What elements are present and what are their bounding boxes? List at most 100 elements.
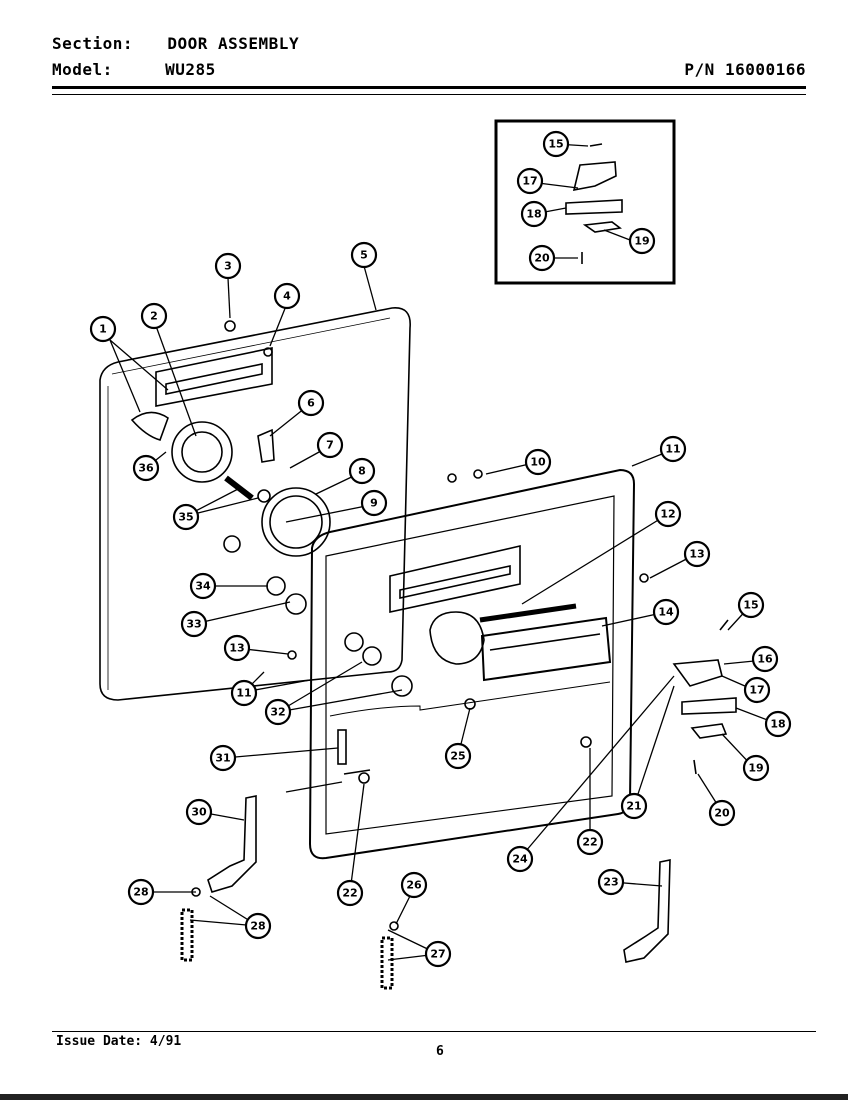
callout-27: 27 <box>424 940 452 968</box>
callout-15-inset: 15 <box>542 130 570 158</box>
footer-rule <box>52 1031 816 1032</box>
inset-latch-plate <box>565 199 623 215</box>
dispenser-gasket <box>479 603 577 623</box>
svg-text:2: 2 <box>150 310 158 323</box>
latch-plate <box>681 697 737 715</box>
callout-24: 24 <box>506 845 534 873</box>
svg-text:15: 15 <box>743 599 758 612</box>
inset-latch-part <box>582 221 622 233</box>
latch-handle <box>337 729 347 765</box>
latch-link <box>343 769 371 775</box>
svg-text:11: 11 <box>665 443 680 456</box>
control-panel-slot <box>165 363 263 395</box>
callout-3: 3 <box>214 252 242 280</box>
callout-2: 2 <box>140 302 168 330</box>
svg-text:30: 30 <box>191 806 207 819</box>
button-c <box>285 593 307 615</box>
outer-panel-edge <box>111 317 391 375</box>
issue-date: Issue Date: 4/91 <box>56 1034 182 1049</box>
svg-text:8: 8 <box>358 465 366 478</box>
plug-13 <box>639 573 649 583</box>
callout-11-right: 11 <box>659 435 687 463</box>
callout-13-left: 13 <box>223 634 251 662</box>
pin-26 <box>389 921 399 931</box>
callout-30: 30 <box>185 798 213 826</box>
left-hinge-arm <box>207 795 257 893</box>
svg-text:18: 18 <box>770 718 785 731</box>
button-a <box>223 535 241 553</box>
part-number: P/N 16000166 <box>684 60 806 79</box>
bumper-22 <box>580 736 592 748</box>
svg-text:20: 20 <box>714 807 730 820</box>
callout-11-left: 11 <box>230 679 258 707</box>
svg-text:4: 4 <box>283 290 291 303</box>
svg-text:33: 33 <box>186 618 201 631</box>
svg-text:20: 20 <box>534 252 550 265</box>
latch-pin <box>693 759 697 775</box>
svg-text:7: 7 <box>326 439 334 452</box>
svg-text:36: 36 <box>138 462 154 475</box>
callout-17-inset: 17 <box>516 167 544 195</box>
svg-text:21: 21 <box>626 800 641 813</box>
svg-text:18: 18 <box>526 208 541 221</box>
knob-piece <box>130 411 169 441</box>
inset-detail-box <box>494 119 676 285</box>
rinse-cap <box>464 698 476 710</box>
callout-10: 10 <box>524 448 552 476</box>
inner-button-c <box>391 675 413 697</box>
section-header: Section: DOOR ASSEMBLY <box>52 34 299 53</box>
washer-4 <box>263 347 273 357</box>
svg-text:6: 6 <box>307 397 315 410</box>
outer-door-panel <box>99 307 411 701</box>
left-door-spring <box>180 908 194 962</box>
callout-20-inset: 20 <box>528 244 556 272</box>
svg-text:32: 32 <box>270 706 285 719</box>
inner-button-a <box>344 632 364 652</box>
svg-text:25: 25 <box>450 750 465 763</box>
dispenser-opening <box>429 611 485 665</box>
svg-text:3: 3 <box>224 260 232 273</box>
switch-bracket <box>257 428 275 463</box>
svg-text:9: 9 <box>370 497 378 510</box>
header-rule-thin <box>52 94 806 95</box>
callout-group: 1 2 3 4 5 6 7 8 9 10 11 11 12 13 13 14 1… <box>89 130 792 968</box>
inner-door-panel <box>308 468 636 860</box>
callout-34: 34 <box>189 572 217 600</box>
svg-text:24: 24 <box>512 853 528 866</box>
page-number: 6 <box>436 1044 444 1059</box>
timer-dial <box>171 421 233 483</box>
detergent-dispenser <box>480 616 612 682</box>
callout-32: 32 <box>264 698 292 726</box>
callout-22-right: 22 <box>576 828 604 856</box>
callout-28-right: 28 <box>244 912 272 940</box>
callout-23: 23 <box>597 868 625 896</box>
vent-ring-inner <box>269 495 323 549</box>
callout-36: 36 <box>132 454 160 482</box>
svg-text:13: 13 <box>689 548 704 561</box>
svg-text:1: 1 <box>99 323 107 336</box>
callout-14: 14 <box>652 598 680 626</box>
timer-dial-inner <box>181 431 223 473</box>
svg-text:17: 17 <box>522 175 537 188</box>
door-latch <box>672 659 723 687</box>
callout-5: 5 <box>350 241 378 269</box>
header-rule-thick <box>52 86 806 89</box>
callout-7: 7 <box>316 431 344 459</box>
callout-12: 12 <box>654 500 682 528</box>
callout-25: 25 <box>444 742 472 770</box>
latch-screw <box>719 619 729 631</box>
svg-text:26: 26 <box>406 879 422 892</box>
screw-10b <box>473 469 483 479</box>
inset-screw <box>589 143 603 147</box>
callout-16: 16 <box>751 645 779 673</box>
plug-13-left <box>287 650 297 660</box>
button-b <box>266 576 286 596</box>
callout-6: 6 <box>297 389 325 417</box>
inner-panel-contour <box>329 681 611 717</box>
leader-lines <box>109 143 779 961</box>
svg-text:35: 35 <box>178 511 193 524</box>
latch-strike <box>690 723 728 739</box>
svg-text:27: 27 <box>430 948 445 961</box>
svg-text:23: 23 <box>603 876 618 889</box>
svg-text:19: 19 <box>748 762 763 775</box>
